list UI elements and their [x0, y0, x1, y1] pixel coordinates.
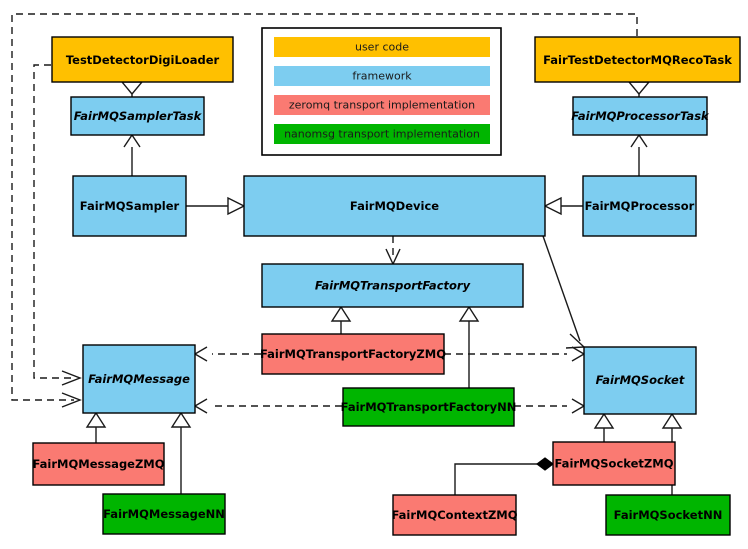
node-box[interactable] — [261, 263, 524, 308]
legend-swatch-user-code — [274, 37, 490, 57]
legend-swatch-framework — [274, 66, 490, 86]
node-box[interactable] — [102, 493, 226, 535]
arrowhead-socketzmq-to-socket — [593, 412, 615, 429]
legend-swatch-zeromq — [274, 95, 490, 115]
node-FairMQSocket[interactable]: FairMQSocket — [583, 346, 697, 415]
node-label-testdetectordigiloader: TestDetectorDigiLoader — [66, 53, 220, 67]
node-box[interactable] — [342, 387, 515, 427]
node-box[interactable] — [534, 36, 741, 83]
diamond-socketzmq-composition — [536, 457, 554, 471]
node-label-fairmqmessage: FairMQMessage — [88, 372, 190, 386]
legend-swatch-nanomsg — [274, 124, 490, 144]
node-box[interactable] — [70, 96, 205, 136]
node-box[interactable] — [582, 175, 697, 237]
arrowhead-tfzmq-to-tf — [330, 305, 352, 322]
edge-group-long-dependencies — [11, 13, 638, 408]
node-box[interactable] — [51, 36, 234, 83]
legend-label-user-code: user code — [355, 41, 409, 54]
node-FairMQSocketZMQ[interactable]: FairMQSocketZMQ — [552, 441, 676, 486]
node-label-fairmqtransportfactoryzmq: FairMQTransportFactoryZMQ — [260, 347, 446, 361]
node-FairMQDevice[interactable]: FairMQDevice — [243, 175, 546, 237]
node-label-fairmqmessagenn: FairMQMessageNN — [103, 507, 225, 521]
node-group: TestDetectorDigiLoader FairMQSamplerTask… — [32, 36, 741, 536]
node-box[interactable] — [572, 96, 708, 136]
node-FairMQProcessorTask[interactable]: FairMQProcessorTask — [571, 96, 710, 136]
arrowhead-messagenn-to-message — [170, 411, 192, 428]
node-FairMQTransportFactoryNN[interactable]: FairMQTransportFactoryNN — [341, 387, 517, 427]
node-FairMQMessageNN[interactable]: FairMQMessageNN — [102, 493, 226, 535]
node-label-fairmqsocket: FairMQSocket — [596, 373, 685, 387]
node-FairMQProcessor[interactable]: FairMQProcessor — [582, 175, 697, 237]
arrowhead-socketnn-to-socket — [661, 412, 683, 429]
node-FairMQTransportFactoryZMQ[interactable]: FairMQTransportFactoryZMQ — [260, 333, 446, 375]
edge-device-to-socket — [542, 235, 581, 342]
node-box[interactable] — [605, 494, 731, 536]
arrowhead-tfzmq-to-message — [193, 346, 208, 362]
arrowhead-sampler-to-device — [227, 196, 246, 216]
arrowhead-device-to-socket — [565, 333, 586, 349]
node-box[interactable] — [552, 441, 676, 486]
node-label-fairmqsamplertask: FairMQSamplerTask — [74, 109, 203, 123]
node-FairMQContextZMQ[interactable]: FairMQContextZMQ — [391, 494, 518, 536]
node-label-fairmqdevice: FairMQDevice — [350, 199, 439, 213]
node-label-fairtestdetectormqrecotask: FairTestDetectorMQRecoTask — [543, 53, 732, 67]
edge-socketzmq-to-contextzmq — [454, 463, 537, 495]
node-label-fairmqtransportfactory: FairMQTransportFactory — [315, 279, 471, 293]
node-box[interactable] — [583, 346, 697, 415]
node-label-fairmqcontextzmq: FairMQContextZMQ — [391, 508, 517, 522]
node-label-fairmqtransportfactorynn: FairMQTransportFactoryNN — [341, 400, 517, 414]
arrowhead-samplertask-to-digiloader — [120, 81, 144, 96]
node-FairTestDetectorMQRecoTask[interactable]: FairTestDetectorMQRecoTask — [534, 36, 741, 83]
edge-digiloader-to-message — [33, 64, 74, 379]
node-TestDetectorDigiLoader[interactable]: TestDetectorDigiLoader — [51, 36, 234, 83]
arrowhead-tfnn-to-tf — [458, 305, 480, 322]
arrowhead-tfnn-to-socket — [571, 398, 586, 414]
node-box[interactable] — [243, 175, 546, 237]
edge-group-dependencies — [193, 235, 586, 495]
arrowhead-sampler-to-samplertask — [123, 133, 141, 148]
legend-label-framework: framework — [352, 70, 412, 83]
node-box[interactable] — [32, 442, 165, 486]
legend-label-zeromq: zeromq transport implementation — [289, 99, 475, 112]
arrowhead-digiloader-to-message — [61, 370, 82, 386]
node-FairMQSocketNN[interactable]: FairMQSocketNN — [605, 494, 731, 536]
node-label-fairmqsampler: FairMQSampler — [80, 199, 180, 213]
node-FairMQSampler[interactable]: FairMQSampler — [72, 175, 187, 237]
node-label-fairmqprocessortask: FairMQProcessorTask — [571, 109, 710, 123]
arrowhead-recotask-to-message — [61, 392, 82, 408]
node-label-fairmqmessagezmq: FairMQMessageZMQ — [32, 457, 164, 471]
node-label-fairmqsocketnn: FairMQSocketNN — [614, 508, 723, 522]
edge-recotask-to-message — [11, 13, 638, 401]
node-FairMQTransportFactory[interactable]: FairMQTransportFactory — [261, 263, 524, 308]
node-label-fairmqsocketzmq: FairMQSocketZMQ — [555, 457, 674, 471]
node-box[interactable] — [392, 494, 517, 536]
arrowhead-processortask-to-recotask — [627, 81, 651, 96]
arrowhead-tfnn-to-message — [193, 398, 208, 414]
arrowhead-messagezmq-to-message — [85, 411, 107, 428]
node-box[interactable] — [261, 333, 445, 375]
legend: user code framework zeromq transport imp… — [261, 27, 502, 156]
node-FairMQMessageZMQ[interactable]: FairMQMessageZMQ — [32, 442, 165, 486]
arrowhead-processor-to-device — [543, 196, 562, 216]
node-FairMQMessage[interactable]: FairMQMessage — [82, 344, 196, 414]
node-label-fairmqprocessor: FairMQProcessor — [585, 199, 695, 213]
arrowhead-tfzmq-to-socket — [571, 346, 586, 362]
node-box[interactable] — [82, 344, 196, 414]
arrowhead-processor-to-processortask — [630, 133, 648, 148]
legend-label-nanomsg: nanomsg transport implementation — [284, 128, 480, 141]
node-box[interactable] — [72, 175, 187, 237]
node-FairMQSamplerTask[interactable]: FairMQSamplerTask — [70, 96, 205, 136]
